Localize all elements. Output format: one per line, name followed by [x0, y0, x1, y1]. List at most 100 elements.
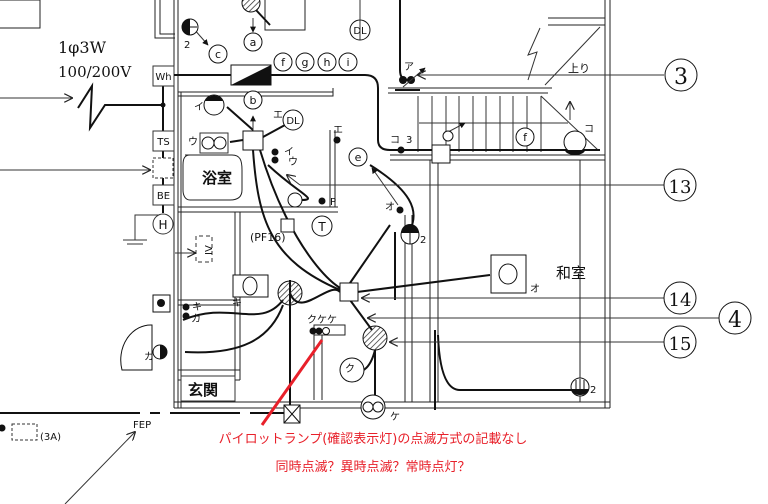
label-switch_labels-ke: ケ [390, 411, 400, 423]
label-circles-a: a [250, 36, 257, 49]
ventilation-fan-icon [360, 394, 386, 420]
label-switch_labels-u: ウ [188, 136, 198, 148]
circle-a: a [243, 32, 263, 52]
label-switch_labels-i2: イ [284, 147, 294, 158]
label-switch_labels-ki: キ [192, 302, 202, 313]
label-circles-dl1: DL [286, 116, 300, 127]
ts-box: TS [152, 130, 175, 152]
label-switch_labels-ku: ク [345, 363, 355, 375]
exhaust-fan-icon [199, 132, 229, 154]
label-switch_labels-ko2: コ [584, 124, 594, 135]
timer-label: T [317, 220, 326, 234]
room-bath: 浴室 [202, 169, 232, 187]
label-circles-e: e [355, 151, 362, 164]
label-switch_labels-e: エ [273, 110, 283, 121]
circle-i: i [338, 52, 358, 72]
label-circles-g: g [302, 56, 309, 69]
label-switch_labels-i: イ [194, 102, 204, 113]
label-counts-n2b: 2 [420, 235, 426, 246]
label-switch_labels-ka: カ [191, 313, 201, 325]
label-circles-i: i [346, 56, 349, 69]
entrance-light-icon [120, 324, 168, 371]
label-counts-n2c: 2 [590, 385, 596, 396]
label-circles-c: c [215, 48, 221, 61]
outlet-icon [181, 18, 199, 36]
fep-label: FEP [133, 420, 151, 431]
annotation-line-2: 同時点滅？異時点滅？常時点灯？ [275, 460, 470, 475]
label-switch_labels-p: P [330, 197, 336, 208]
callout-15: 15 [663, 325, 697, 359]
junction-box [431, 144, 451, 164]
label-callouts-c4: 4 [728, 308, 742, 333]
pendant-light-icon [241, 0, 261, 13]
washitsu-light-icon [490, 254, 527, 294]
label-circles-h: h [324, 56, 331, 69]
label-callouts-c15: 15 [669, 334, 692, 355]
porch-light-icon [570, 377, 590, 397]
label-counts-n2a: 2 [184, 40, 190, 51]
meter-label: Wh [155, 72, 171, 83]
genkan-box [180, 375, 236, 402]
be-label: BE [157, 191, 170, 202]
label-circles-f2: f [523, 131, 528, 144]
circle-b: b [243, 90, 263, 110]
label-switch_labels-ki2: キ [232, 298, 242, 309]
supply-phase: 1φ3W [58, 38, 107, 57]
callout-14: 14 [663, 281, 697, 315]
label-counts-n3: 3 [406, 135, 412, 146]
walls [0, 0, 611, 409]
doorbell-icon [152, 294, 171, 313]
label-switch_labels-ko: コ [390, 135, 400, 146]
breaker-label: (3A) [40, 432, 61, 443]
ts-label: TS [156, 137, 169, 148]
toilet-light-icon [339, 357, 365, 383]
dashed-breaker-box [11, 423, 38, 441]
bath-light-icon [287, 192, 303, 208]
label-switch_labels-ka2: カ [144, 351, 154, 363]
annotation-pointer [260, 339, 324, 426]
label-switch_labels-u2: ウ [288, 156, 298, 168]
room-genkan: 玄関 [188, 381, 218, 399]
circle-h: h [317, 52, 337, 72]
circle-c: c [208, 44, 228, 64]
room-washitsu: 和室 [556, 264, 586, 282]
pull-box [283, 404, 301, 424]
junction-box [242, 130, 264, 151]
dashed-box [152, 157, 174, 179]
switch-labels: ア イ イ ウ ウ エ エ オ オ カ カ キ キ ク クケケ ケ コ コ P … [40, 40, 596, 443]
label-switch_labels-kukeke: クケケ [307, 314, 337, 326]
iv-label: IV [204, 245, 215, 255]
wall-light-icon [400, 224, 420, 245]
hatched-light-icon [277, 280, 303, 306]
label-circles-b: b [250, 94, 257, 107]
label-callouts-c3: 3 [674, 65, 688, 90]
small-box [280, 218, 295, 233]
supply-voltage: 100/200V [58, 63, 132, 81]
service-entry: 1φ3W 100/200V [0, 38, 166, 245]
callout-13: 13 [663, 168, 697, 202]
callout-4: 4 [718, 301, 752, 335]
label-switch_labels-o: オ [385, 201, 395, 213]
h-label: H [158, 218, 167, 232]
circle-f-stairs: f [515, 127, 535, 147]
meter-box: Wh [152, 65, 175, 87]
circle-g: g [295, 52, 315, 72]
h-circle: H [152, 213, 174, 235]
callout-3: 3 [664, 58, 698, 92]
label-circles-f: f [281, 56, 286, 69]
downlight-circle: DL [282, 109, 304, 131]
bracket-light-icon [232, 274, 269, 298]
stair-light-icon [563, 130, 587, 155]
junction-box [339, 282, 359, 302]
staircase: 上り [417, 26, 601, 152]
switches [0, 76, 415, 432]
distribution-panel [230, 64, 272, 86]
pf16-label: (PF16) [250, 231, 286, 244]
ceiling-light-icon [203, 94, 225, 116]
label-callouts-c13: 13 [669, 177, 692, 198]
circle-e: e [348, 147, 368, 167]
label-callouts-c14: 14 [669, 290, 692, 311]
label-switch_labels-o2: オ [530, 283, 540, 295]
be-box: BE [152, 184, 175, 206]
